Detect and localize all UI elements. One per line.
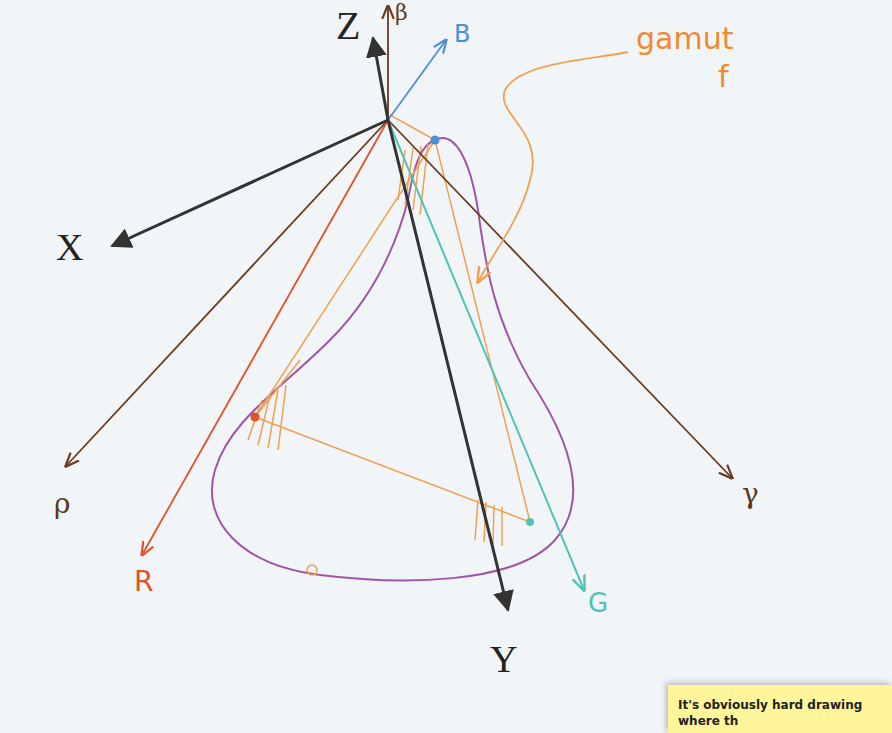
annotation-text: f [718,62,729,92]
axis-label: R [134,568,153,596]
gamut-outline [212,138,573,580]
axis-label: G [588,590,608,616]
blue-point [431,136,440,145]
axis-label: β [395,2,408,24]
xyz-axes [112,38,508,610]
sticky-note: It's obviously hard drawing where th [668,685,892,733]
note-text: It's obviously hard drawing where th [678,697,884,729]
axis-label: Y [490,640,517,678]
axis-label: γ [742,480,759,508]
rgb-primaries-axes [66,6,732,478]
green-point [526,518,534,526]
red-primary [142,120,388,555]
axis-label: Z [336,6,360,46]
leader-line [478,52,628,282]
annotation-text: gamut [636,24,733,54]
red-point [251,413,260,422]
gamut-triangle [248,115,530,575]
blue-primary [388,40,446,120]
axis-label: ρ [54,490,70,518]
axis-label: X [56,228,83,266]
axis-label: B [454,22,470,46]
